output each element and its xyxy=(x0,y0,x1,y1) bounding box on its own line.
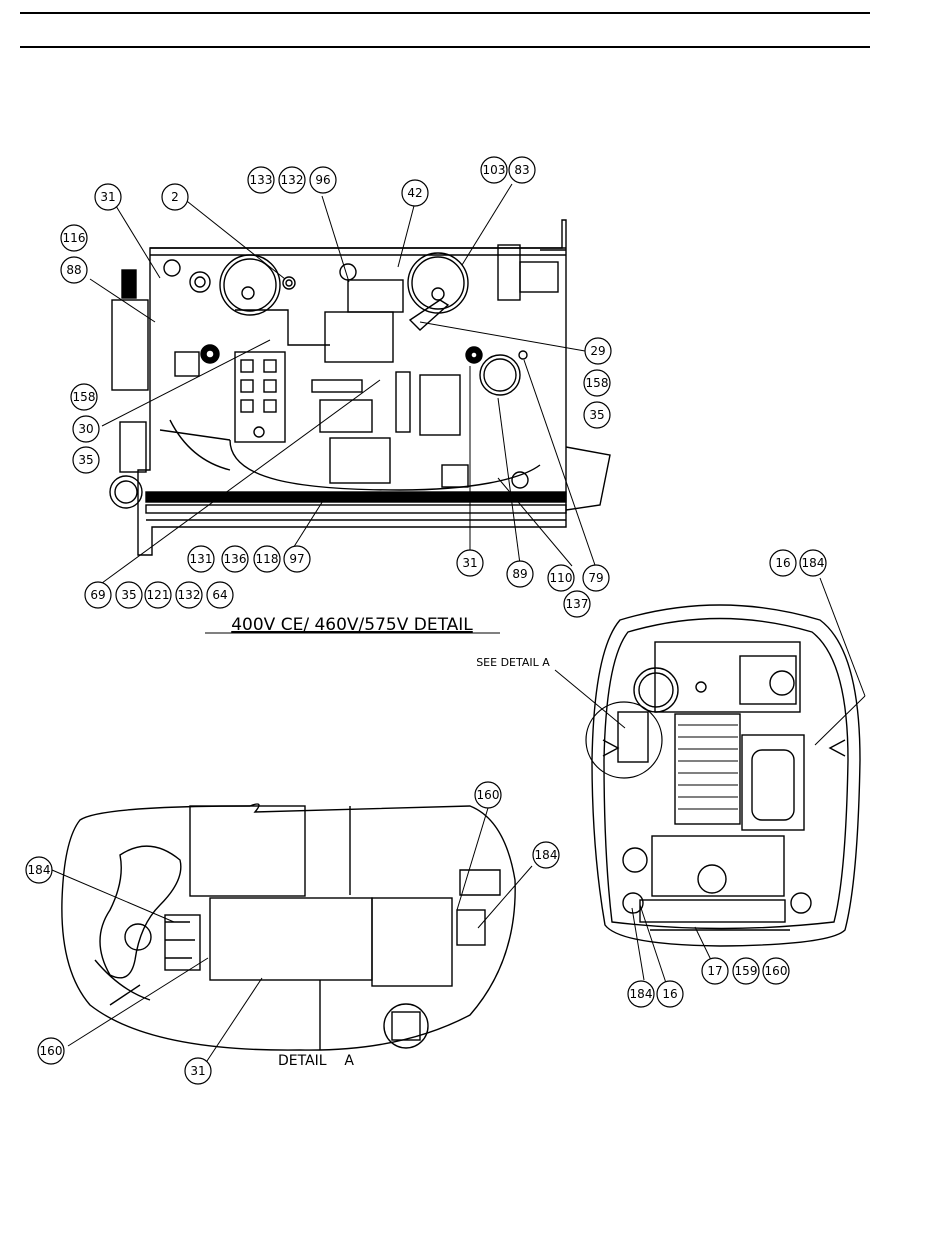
callout-label: 31 xyxy=(190,1064,205,1078)
callout-bubble: 35 xyxy=(116,582,142,608)
callout-label: 42 xyxy=(407,186,422,200)
callout-bubble: 31 xyxy=(185,1058,211,1084)
callout-label: 2 xyxy=(171,190,179,204)
callout-label: 29 xyxy=(590,344,605,358)
detail-a-caption: DETAIL A xyxy=(278,1053,354,1069)
callout-bubble: 184 xyxy=(26,857,52,883)
callout-bubble: 35 xyxy=(584,402,610,428)
callout-bubble: 31 xyxy=(457,550,483,576)
callout-label: 118 xyxy=(256,552,279,566)
callout-bubble: 83 xyxy=(509,157,535,183)
callout-bubble: 16 xyxy=(770,550,796,576)
callout-label: 97 xyxy=(289,552,304,566)
callout-bubble: 42 xyxy=(402,180,428,206)
main-machine-drawing xyxy=(110,220,610,555)
callout-bubble: 184 xyxy=(533,842,559,868)
callout-bubble: 88 xyxy=(61,257,87,283)
callout-label: 158 xyxy=(586,376,609,390)
callout-label: 17 xyxy=(707,964,722,978)
main-leader-lines xyxy=(90,184,596,583)
callout-label: 16 xyxy=(775,556,790,570)
main-callouts: 31 2 133 132 96 42 103 83 116 88 158 30 … xyxy=(61,157,611,617)
see-detail-label: SEE DETAIL A xyxy=(476,656,550,669)
callout-label: 132 xyxy=(281,173,304,187)
callout-bubble: 96 xyxy=(310,167,336,193)
callout-bubble: 118 xyxy=(254,546,280,572)
callout-label: 69 xyxy=(90,588,105,602)
callout-bubble: 89 xyxy=(507,561,533,587)
callout-label: 16 xyxy=(662,987,677,1001)
callout-label: 184 xyxy=(535,848,558,862)
callout-bubble: 103 xyxy=(481,157,507,183)
callout-bubble: 160 xyxy=(763,958,789,984)
callout-bubble: 132 xyxy=(279,167,305,193)
callout-label: 160 xyxy=(765,964,788,978)
main-detail-caption: 400V CE/ 460V/575V DETAIL xyxy=(231,615,473,635)
callout-label: 133 xyxy=(250,173,273,187)
callout-bubble: 121 xyxy=(145,582,171,608)
callout-label: 160 xyxy=(477,788,500,802)
callout-bubble: 184 xyxy=(628,981,654,1007)
callout-bubble: 133 xyxy=(248,167,274,193)
callout-bubble: 160 xyxy=(38,1038,64,1064)
callout-label: 160 xyxy=(40,1044,63,1058)
detail-leader-lines xyxy=(52,808,532,1064)
detail-callouts: 160 184 184 160 31 xyxy=(26,782,559,1084)
rear-view-drawing xyxy=(592,605,860,946)
callout-bubble: 35 xyxy=(73,447,99,473)
callout-bubble: 69 xyxy=(85,582,111,608)
callout-bubble: 64 xyxy=(207,582,233,608)
callout-label: 31 xyxy=(100,190,115,204)
callout-label: 116 xyxy=(63,231,86,245)
callout-label: 35 xyxy=(121,588,136,602)
callout-label: 184 xyxy=(802,556,825,570)
detail-a-drawing xyxy=(62,804,515,1050)
callout-bubble: 29 xyxy=(585,338,611,364)
callout-bubble: 131 xyxy=(188,546,214,572)
callout-bubble: 2 xyxy=(162,184,188,210)
header-rules xyxy=(20,13,870,47)
callout-label: 184 xyxy=(630,987,653,1001)
callout-label: 184 xyxy=(28,863,51,877)
callout-label: 88 xyxy=(66,263,81,277)
callout-bubble: 17 xyxy=(702,958,728,984)
callout-label: 31 xyxy=(462,556,477,570)
callout-bubble: 132 xyxy=(176,582,202,608)
callout-bubble: 79 xyxy=(583,565,609,591)
callout-bubble: 159 xyxy=(733,958,759,984)
callout-label: 132 xyxy=(178,588,201,602)
callout-label: 110 xyxy=(550,571,573,585)
callout-label: 89 xyxy=(512,567,527,581)
callout-label: 83 xyxy=(514,163,529,177)
callout-label: 137 xyxy=(566,597,589,611)
callout-bubble: 31 xyxy=(95,184,121,210)
callout-bubble: 110 xyxy=(548,565,574,591)
callout-bubble: 158 xyxy=(584,370,610,396)
callout-label: 35 xyxy=(589,408,604,422)
callout-label: 136 xyxy=(224,552,247,566)
callout-label: 96 xyxy=(315,173,330,187)
callout-bubble: 184 xyxy=(800,550,826,576)
callout-label: 121 xyxy=(147,588,170,602)
callout-bubble: 137 xyxy=(564,591,590,617)
callout-bubble: 97 xyxy=(284,546,310,572)
callout-label: 159 xyxy=(735,964,758,978)
callout-label: 64 xyxy=(212,588,227,602)
callout-bubble: 16 xyxy=(657,981,683,1007)
callout-bubble: 136 xyxy=(222,546,248,572)
callout-label: 131 xyxy=(190,552,213,566)
callout-label: 35 xyxy=(78,453,93,467)
callout-label: 103 xyxy=(483,163,506,177)
callout-label: 158 xyxy=(73,390,96,404)
callout-label: 30 xyxy=(78,422,93,436)
callout-bubble: 158 xyxy=(71,384,97,410)
callout-label: 79 xyxy=(588,571,603,585)
callout-bubble: 116 xyxy=(61,225,87,251)
callout-bubble: 160 xyxy=(475,782,501,808)
callout-bubble: 30 xyxy=(73,416,99,442)
